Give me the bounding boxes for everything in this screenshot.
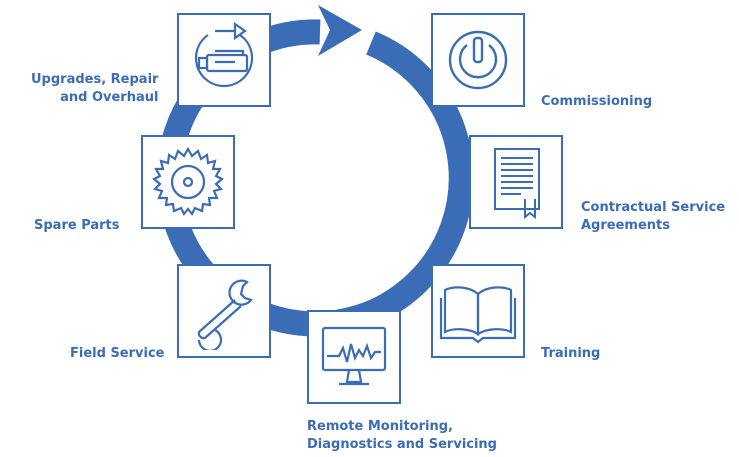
wrench-icon [197, 279, 253, 350]
node-spare-parts [141, 135, 235, 229]
gear-icon [152, 146, 224, 217]
power-icon [448, 30, 508, 90]
document-certificate-icon [494, 148, 540, 220]
node-contractual-service-agreements [469, 135, 563, 229]
node-field-service [177, 264, 271, 358]
node-remote-monitoring [307, 310, 401, 404]
upgrade-cycle-icon [194, 21, 254, 87]
node-upgrades-repair-overhaul [177, 13, 271, 107]
open-book-icon [439, 286, 517, 344]
label-commissioning: Commissioning [541, 94, 653, 109]
node-training [431, 264, 525, 358]
ring-arrowhead [318, 5, 362, 56]
node-commissioning [431, 13, 525, 107]
label-spare-parts: Spare Parts [34, 218, 120, 233]
monitor-waveform-icon [321, 326, 387, 386]
label-field-service: Field Service [70, 346, 165, 361]
label-training: Training [541, 346, 601, 361]
label-remote-monitoring: Remote Monitoring,Diagnostics and Servic… [307, 419, 497, 452]
